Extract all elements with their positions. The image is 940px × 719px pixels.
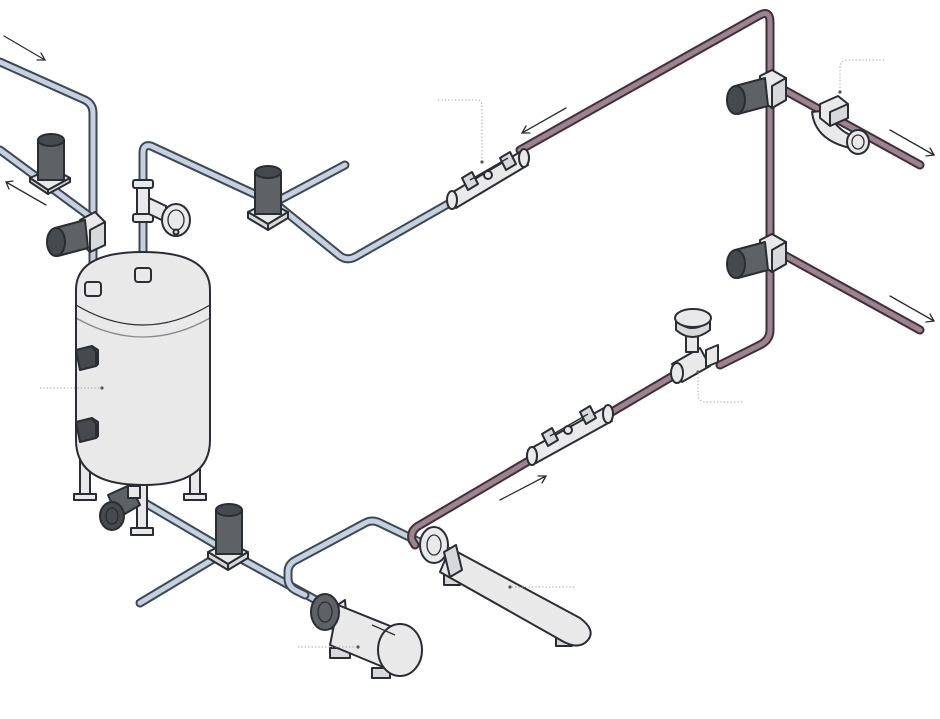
isolation-valve-left-mid[interactable] bbox=[46, 211, 106, 257]
heat-exchanger[interactable] bbox=[419, 526, 592, 647]
arrow-right-up-icon bbox=[499, 475, 548, 501]
flow-arrows bbox=[3, 35, 936, 501]
control-valve[interactable] bbox=[670, 308, 719, 384]
arrow-right-down-icon bbox=[889, 129, 936, 157]
storage-tank[interactable] bbox=[73, 251, 211, 536]
tank-nozzle-left bbox=[84, 281, 102, 297]
tank-nozzle-right bbox=[134, 267, 152, 283]
arrow-right-down-icon bbox=[3, 35, 47, 61]
tank-body bbox=[75, 251, 211, 486]
steam-trap[interactable] bbox=[811, 95, 870, 155]
inline-meter-lower[interactable] bbox=[526, 404, 614, 466]
arrow-left-up-icon bbox=[5, 180, 47, 206]
leader-lines bbox=[40, 59, 884, 649]
tank-drain-actuator bbox=[99, 484, 141, 531]
tank-side-fitting-lower bbox=[75, 417, 99, 443]
isolation-valve-right-top[interactable] bbox=[726, 69, 787, 115]
isolation-valve-right-mid[interactable] bbox=[726, 233, 787, 279]
hot-pipe-upper-run bbox=[515, 9, 775, 370]
isolation-valve-upper-run[interactable] bbox=[247, 165, 289, 231]
isolation-valve-bottom[interactable] bbox=[207, 503, 249, 571]
inline-meter-upper[interactable] bbox=[446, 148, 530, 210]
tank-side-fitting-upper bbox=[75, 345, 99, 371]
tank-top-valve[interactable] bbox=[132, 179, 191, 237]
circulation-pump[interactable] bbox=[310, 593, 423, 679]
isolation-valve-top-left[interactable] bbox=[29, 133, 71, 195]
hot-pipe-network bbox=[407, 9, 925, 550]
arrow-right-down-icon bbox=[889, 295, 936, 323]
arrow-left-down-icon bbox=[520, 107, 567, 134]
